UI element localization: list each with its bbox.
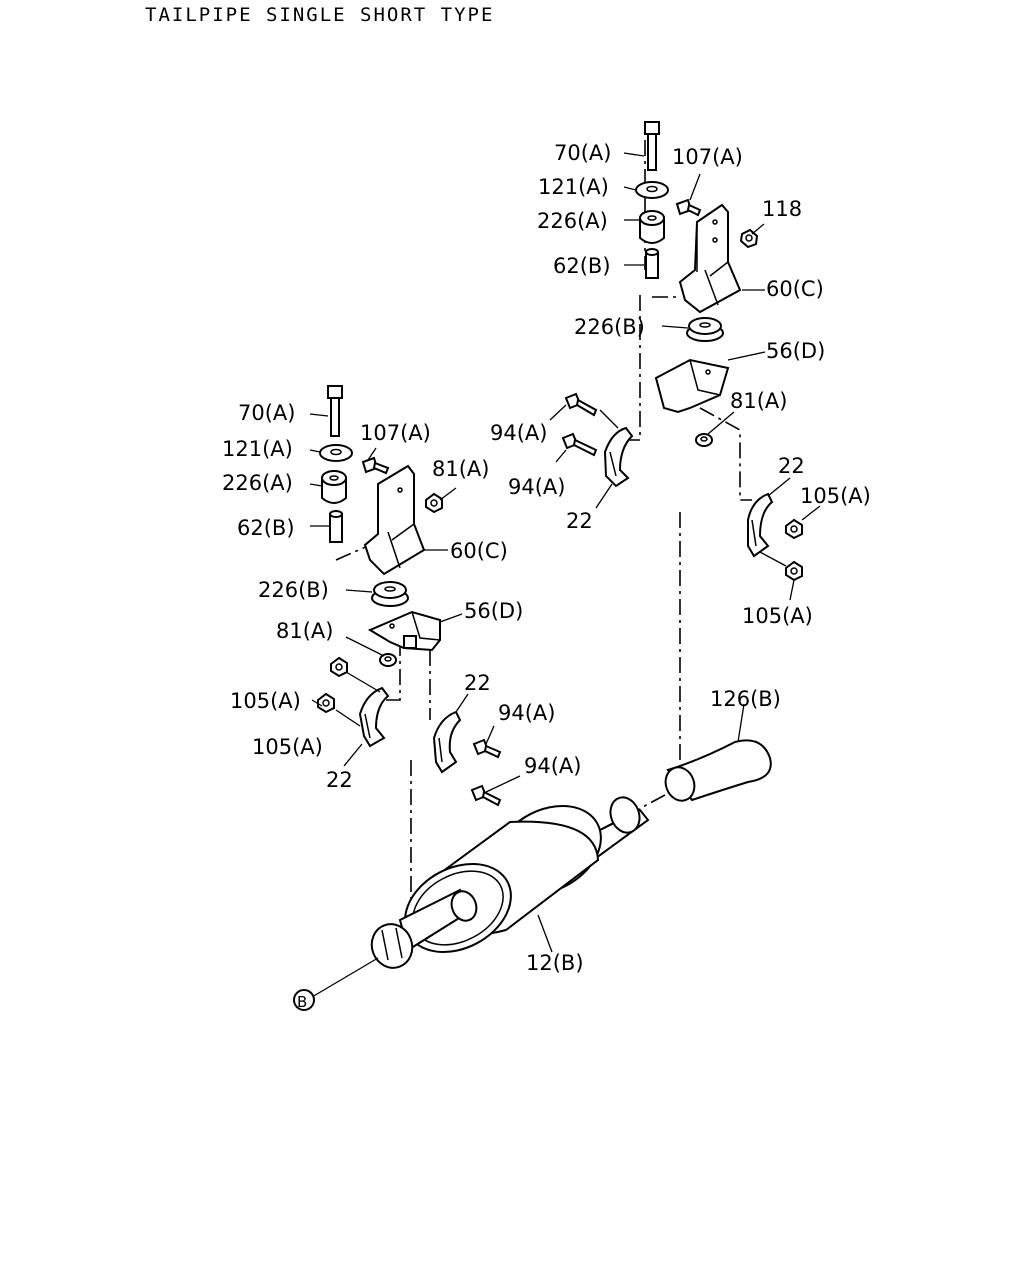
label-81a-left-upper: 81(A) [432,457,489,481]
centerline-right-clamp [699,407,752,501]
bolt-107a-left-icon [361,456,390,475]
label-94a-right-upper: 94(A) [490,421,547,445]
label-56d-left: 56(D) [464,599,523,623]
bolt-94a-left-upper-icon [472,738,502,759]
label-62b-right: 62(B) [553,254,611,278]
label-226b-left: 226(B) [258,578,329,602]
label-56d-right: 56(D) [766,339,825,363]
nut-105a-right-upper-icon [785,518,803,540]
nut-81a-left-upper-icon [425,492,443,514]
sleeve-62b-right-icon [645,248,659,279]
clamp-22-left-a-icon [358,686,390,748]
bushing-226a-right-icon [639,210,665,244]
label-107a-right: 107(A) [672,145,743,169]
reference-b-circle [293,989,315,1011]
leader-b-to-pipe [311,957,379,998]
label-226b-right: 226(B) [574,315,645,339]
label-105a-right-upper: 105(A) [800,484,871,508]
label-60c-left: 60(C) [450,539,508,563]
hanger-56d-right-icon [654,358,730,414]
clamp-22-right-upper-icon [603,426,634,488]
muffler-12b-icon [370,796,650,969]
bushing-226b-left-icon [371,581,409,607]
centerline-left-mount [335,544,371,561]
label-126b: 126(B) [710,687,781,711]
bracket-60c-right-icon [678,203,742,314]
label-12b: 12(B) [526,951,584,975]
label-94a-left-upper: 94(A) [498,701,555,725]
label-105a-right-lower: 105(A) [742,604,813,628]
label-22-left-b: 22 [464,671,491,695]
bushing-226b-right-icon [686,317,724,342]
label-reference-b: B [297,993,307,1011]
label-121a-left: 121(A) [222,437,293,461]
label-81a-right: 81(A) [730,389,787,413]
bolt-70a-right-icon [644,121,660,171]
label-81a-left: 81(A) [276,619,333,643]
washer-121a-left-icon [319,444,353,462]
diagram-title: TAILPIPE SINGLE SHORT TYPE [145,4,495,26]
nut-118-right-icon [739,228,759,249]
label-22-right-upper: 22 [778,454,805,478]
bracket-60c-left-icon [363,464,426,576]
label-94a-left-lower: 94(A) [524,754,581,778]
clamp-22-left-b-icon [432,710,462,774]
label-226a-left: 226(A) [222,471,293,495]
label-226a-right: 226(A) [537,209,608,233]
label-22-left-a: 22 [326,768,353,792]
nut-81a-right-icon [695,433,713,447]
bushing-226a-left-icon [321,470,347,504]
nut-81a-left-icon [379,653,397,667]
hanger-56d-left-icon [367,610,441,652]
label-107a-left: 107(A) [360,421,431,445]
nut-105a-left-upper-icon [330,656,348,678]
label-105a-left-upper: 105(A) [230,689,301,713]
clamp-22-right-lower-icon [747,492,774,558]
label-70a-right: 70(A) [554,141,611,165]
washer-121a-right-icon [635,181,669,199]
centerline-left-hanger [380,640,401,701]
label-60c-right: 60(C) [766,277,824,301]
bolt-94a-left-lower-icon [470,784,502,807]
nut-105a-left-lower-icon [317,692,335,714]
label-121a-right: 121(A) [538,175,609,199]
bolt-70a-left-icon [327,385,343,437]
sleeve-62b-left-icon [329,510,343,543]
label-118-right: 118 [762,197,802,221]
bolt-94a-right-upper-icon [564,392,598,417]
nut-105a-right-lower-icon [785,560,803,582]
label-70a-left: 70(A) [238,401,295,425]
bolt-107a-right-icon [675,198,702,217]
label-22-right-lower: 22 [566,509,593,533]
label-94a-right-lower: 94(A) [508,475,565,499]
tailpipe-126b-icon [664,739,772,802]
label-62b-left: 62(B) [237,516,295,540]
label-105a-left-lower: 105(A) [252,735,323,759]
bolt-94a-right-lower-icon [561,432,598,457]
leader-lines [309,152,821,953]
